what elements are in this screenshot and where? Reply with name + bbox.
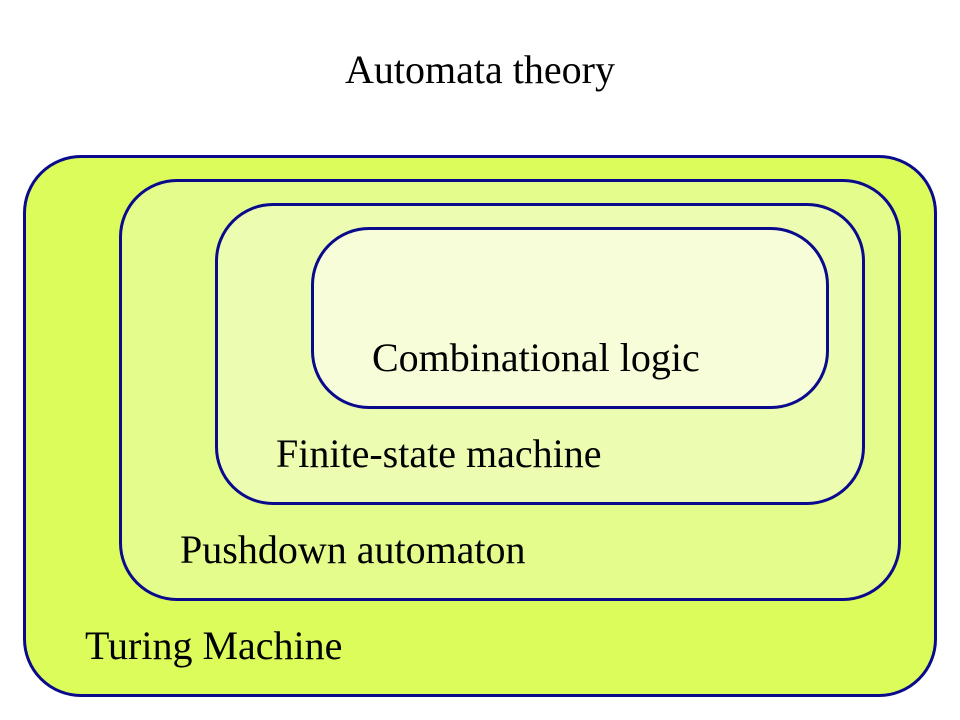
pushdown-automaton-label: Pushdown automaton xyxy=(180,527,526,572)
diagram-title: Automata theory xyxy=(345,47,615,92)
finite-state-machine-label: Finite-state machine xyxy=(276,431,602,476)
combinational-logic-region xyxy=(311,227,829,409)
combinational-logic-label: Combinational logic xyxy=(372,335,700,380)
turing-machine-label: Turing Machine xyxy=(85,623,343,668)
